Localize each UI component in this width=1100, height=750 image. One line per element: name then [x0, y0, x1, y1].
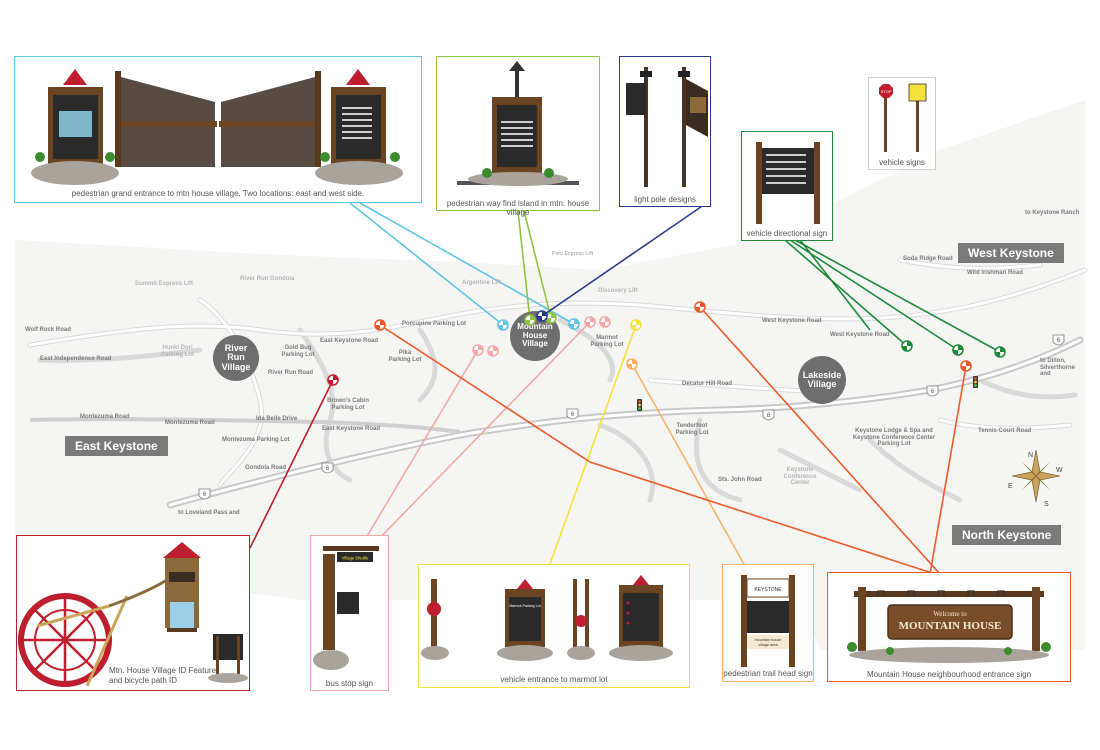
road-east-independence: East Independence Road — [40, 356, 112, 362]
caption-vehicle-signs: vehicle signs — [879, 158, 925, 167]
road-west-keystone: West Keystone Road — [762, 318, 822, 324]
caption-neighbourhood: Mountain House neighbourhood entrance si… — [866, 670, 1032, 679]
road-decatur-hill: Decatur Hill Road — [682, 381, 733, 387]
bus-shuttle-text: Village Shuttle — [342, 556, 369, 561]
region-west-keystone: West Keystone — [958, 243, 1064, 263]
vehicle-signs-illustration: STOP — [879, 83, 927, 152]
panel-vehicle-entrance: Marmot Parking Lot vehicle entrance to m… — [418, 564, 690, 688]
mountain-house-small-text: mountain house — [754, 638, 781, 642]
leader-line — [541, 199, 712, 317]
road-east-keystone-2: East Keystone Road — [322, 426, 381, 432]
leader-line — [517, 210, 531, 321]
caption-village-id-1: Mtn. House Village ID Feature — [109, 666, 217, 675]
lift-discovery: Discovery Lift — [598, 288, 638, 294]
road-sts-john: Sts. John Road — [718, 477, 762, 483]
road-wild-irishman: Wild Irishman Road — [967, 270, 1023, 276]
leader-line — [249, 379, 334, 549]
mountain-house-text: MOUNTAIN HOUSE — [899, 620, 1002, 632]
caption-light-pole: light pole designs — [634, 195, 696, 204]
road-tennis-court: Tennis Court Road — [978, 428, 1032, 434]
panel-vehicle-signs: STOP vehicle signs — [868, 77, 936, 170]
leader-line — [359, 202, 575, 325]
leader-line — [799, 239, 871, 331]
village-id-illustration — [18, 542, 248, 687]
panel-trail-head: KEYSTONE mountain house village area ped… — [722, 564, 814, 682]
road-wolf-rock: Wolf Rock Road — [25, 327, 71, 333]
vehicle-entrance-illustration: Marmot Parking Lot — [421, 575, 673, 661]
panel-village-id: Mtn. House Village ID Feature and bicycl… — [16, 535, 250, 691]
lift-river-run-gondola: River Run Gondola — [240, 276, 295, 282]
stop-sign-text: STOP — [881, 89, 892, 94]
lift-peru-express: Peru Express Lift — [552, 251, 594, 257]
lot-conference-center: Keystone Conference Center — [783, 467, 817, 487]
panel-grand-entrance: pedestrian grand entrance to mtn house v… — [14, 56, 422, 203]
caption-village-id-2: and bicycle path ID — [109, 676, 178, 685]
caption-way-find: pedestrian way find island in mtn. house… — [446, 199, 590, 217]
welcome-text: Welcome to — [933, 610, 967, 618]
road-gondola: Gondola Road — [245, 465, 286, 471]
region-north-keystone: North Keystone — [952, 525, 1062, 545]
leader-line — [369, 321, 591, 549]
light-pole-illustration — [626, 67, 708, 187]
leader-line — [784, 239, 908, 347]
lot-tenderfoot: Tenderfoot Parking Lot — [675, 423, 709, 436]
panel-vehicle-directional: vehicle directional sign — [741, 131, 833, 241]
caption-bus-stop: bus stop sign — [325, 679, 374, 688]
road-soda-ridge: Soda Ridge Road — [903, 256, 953, 262]
leader-line — [359, 349, 479, 549]
road-west-keystone-2: West Keystone Road — [830, 332, 890, 338]
panel-way-find: pedestrian way find island in mtn. house… — [436, 56, 600, 217]
village-river-run: River Run Village — [213, 335, 259, 381]
road-montezuma-2: Montezuma Road — [165, 420, 215, 426]
lot-hunki-dori: Hunki Dori Parking Lot — [160, 345, 194, 358]
lot-browns-cabin: Brown's Cabin Parking Lot — [327, 398, 369, 411]
leader-line — [631, 363, 746, 567]
lot-pika: Pika Parking Lot — [388, 350, 422, 363]
road-river-run: River Run Road — [268, 370, 314, 376]
panel-neighbourhood: Welcome to MOUNTAIN HOUSE Mountain House… — [827, 572, 1071, 682]
bus-stop-illustration: Village Shuttle — [313, 546, 379, 670]
caption-trail-head: pedestrian trail head sign — [723, 669, 813, 678]
lot-marmot: Marmot Parking Lot — [590, 335, 624, 348]
way-find-illustration — [457, 61, 579, 186]
road-to-loveland: to Loveland Pass and — [178, 510, 240, 516]
montezuma-road — [29, 417, 461, 434]
leader-line — [549, 324, 637, 565]
panel-bus-stop: Village Shuttle bus stop sign — [310, 535, 389, 691]
lift-argentine: Argentine Lift — [462, 280, 501, 286]
region-east-keystone: East Keystone — [65, 436, 168, 456]
village-mountain-house: Mountain House Village — [510, 311, 560, 361]
road-ida-belle: Ida Belle Drive — [256, 416, 298, 422]
leader-line — [699, 306, 941, 575]
leader-line — [929, 365, 967, 575]
grand-entrance-illustration — [31, 69, 403, 185]
marmot-sign-text: Marmot Parking Lot — [509, 604, 540, 608]
panel-light-pole: light pole designs — [619, 56, 711, 207]
lot-porcupine: Porcupine Parking Lot — [402, 321, 467, 327]
neighbourhood-illustration: Welcome to MOUNTAIN HOUSE — [847, 587, 1051, 663]
road-east-keystone-1: East Keystone Road — [320, 338, 379, 344]
village-lakeside: Lakeside Village — [798, 356, 846, 404]
road-to-dillon: to Dillon, Silverthorne and — [1040, 358, 1076, 378]
leader-line — [349, 202, 504, 326]
road-montezuma: Montezuma Road — [80, 414, 130, 420]
lot-gold-bug: Gold Bug Parking Lot — [281, 345, 315, 358]
caption-grand-entrance: pedestrian grand entrance to mtn house v… — [71, 189, 365, 198]
leader-line — [379, 324, 936, 575]
lot-keystone-lodge: Keystone Lodge & Spa and Keystone Confer… — [852, 428, 936, 448]
road-to-keystone-ranch: to Keystone Ranch — [1025, 210, 1080, 216]
vehicle-directional-illustration — [756, 142, 820, 224]
caption-vehicle-entrance: vehicle entrance to marmot lot — [500, 675, 608, 684]
keystone-text: KEYSTONE — [754, 587, 782, 593]
lot-montezuma: Montezuma Parking Lot — [222, 437, 290, 443]
lift-summit-express: Summit Express Lift — [135, 281, 194, 287]
leader-line — [523, 210, 552, 319]
trail-head-illustration: KEYSTONE mountain house village area — [741, 575, 795, 667]
caption-vehicle-directional: vehicle directional sign — [746, 229, 828, 238]
village-area-text: village area — [758, 643, 778, 647]
leader-line — [789, 239, 959, 351]
leader-line — [794, 239, 1001, 353]
